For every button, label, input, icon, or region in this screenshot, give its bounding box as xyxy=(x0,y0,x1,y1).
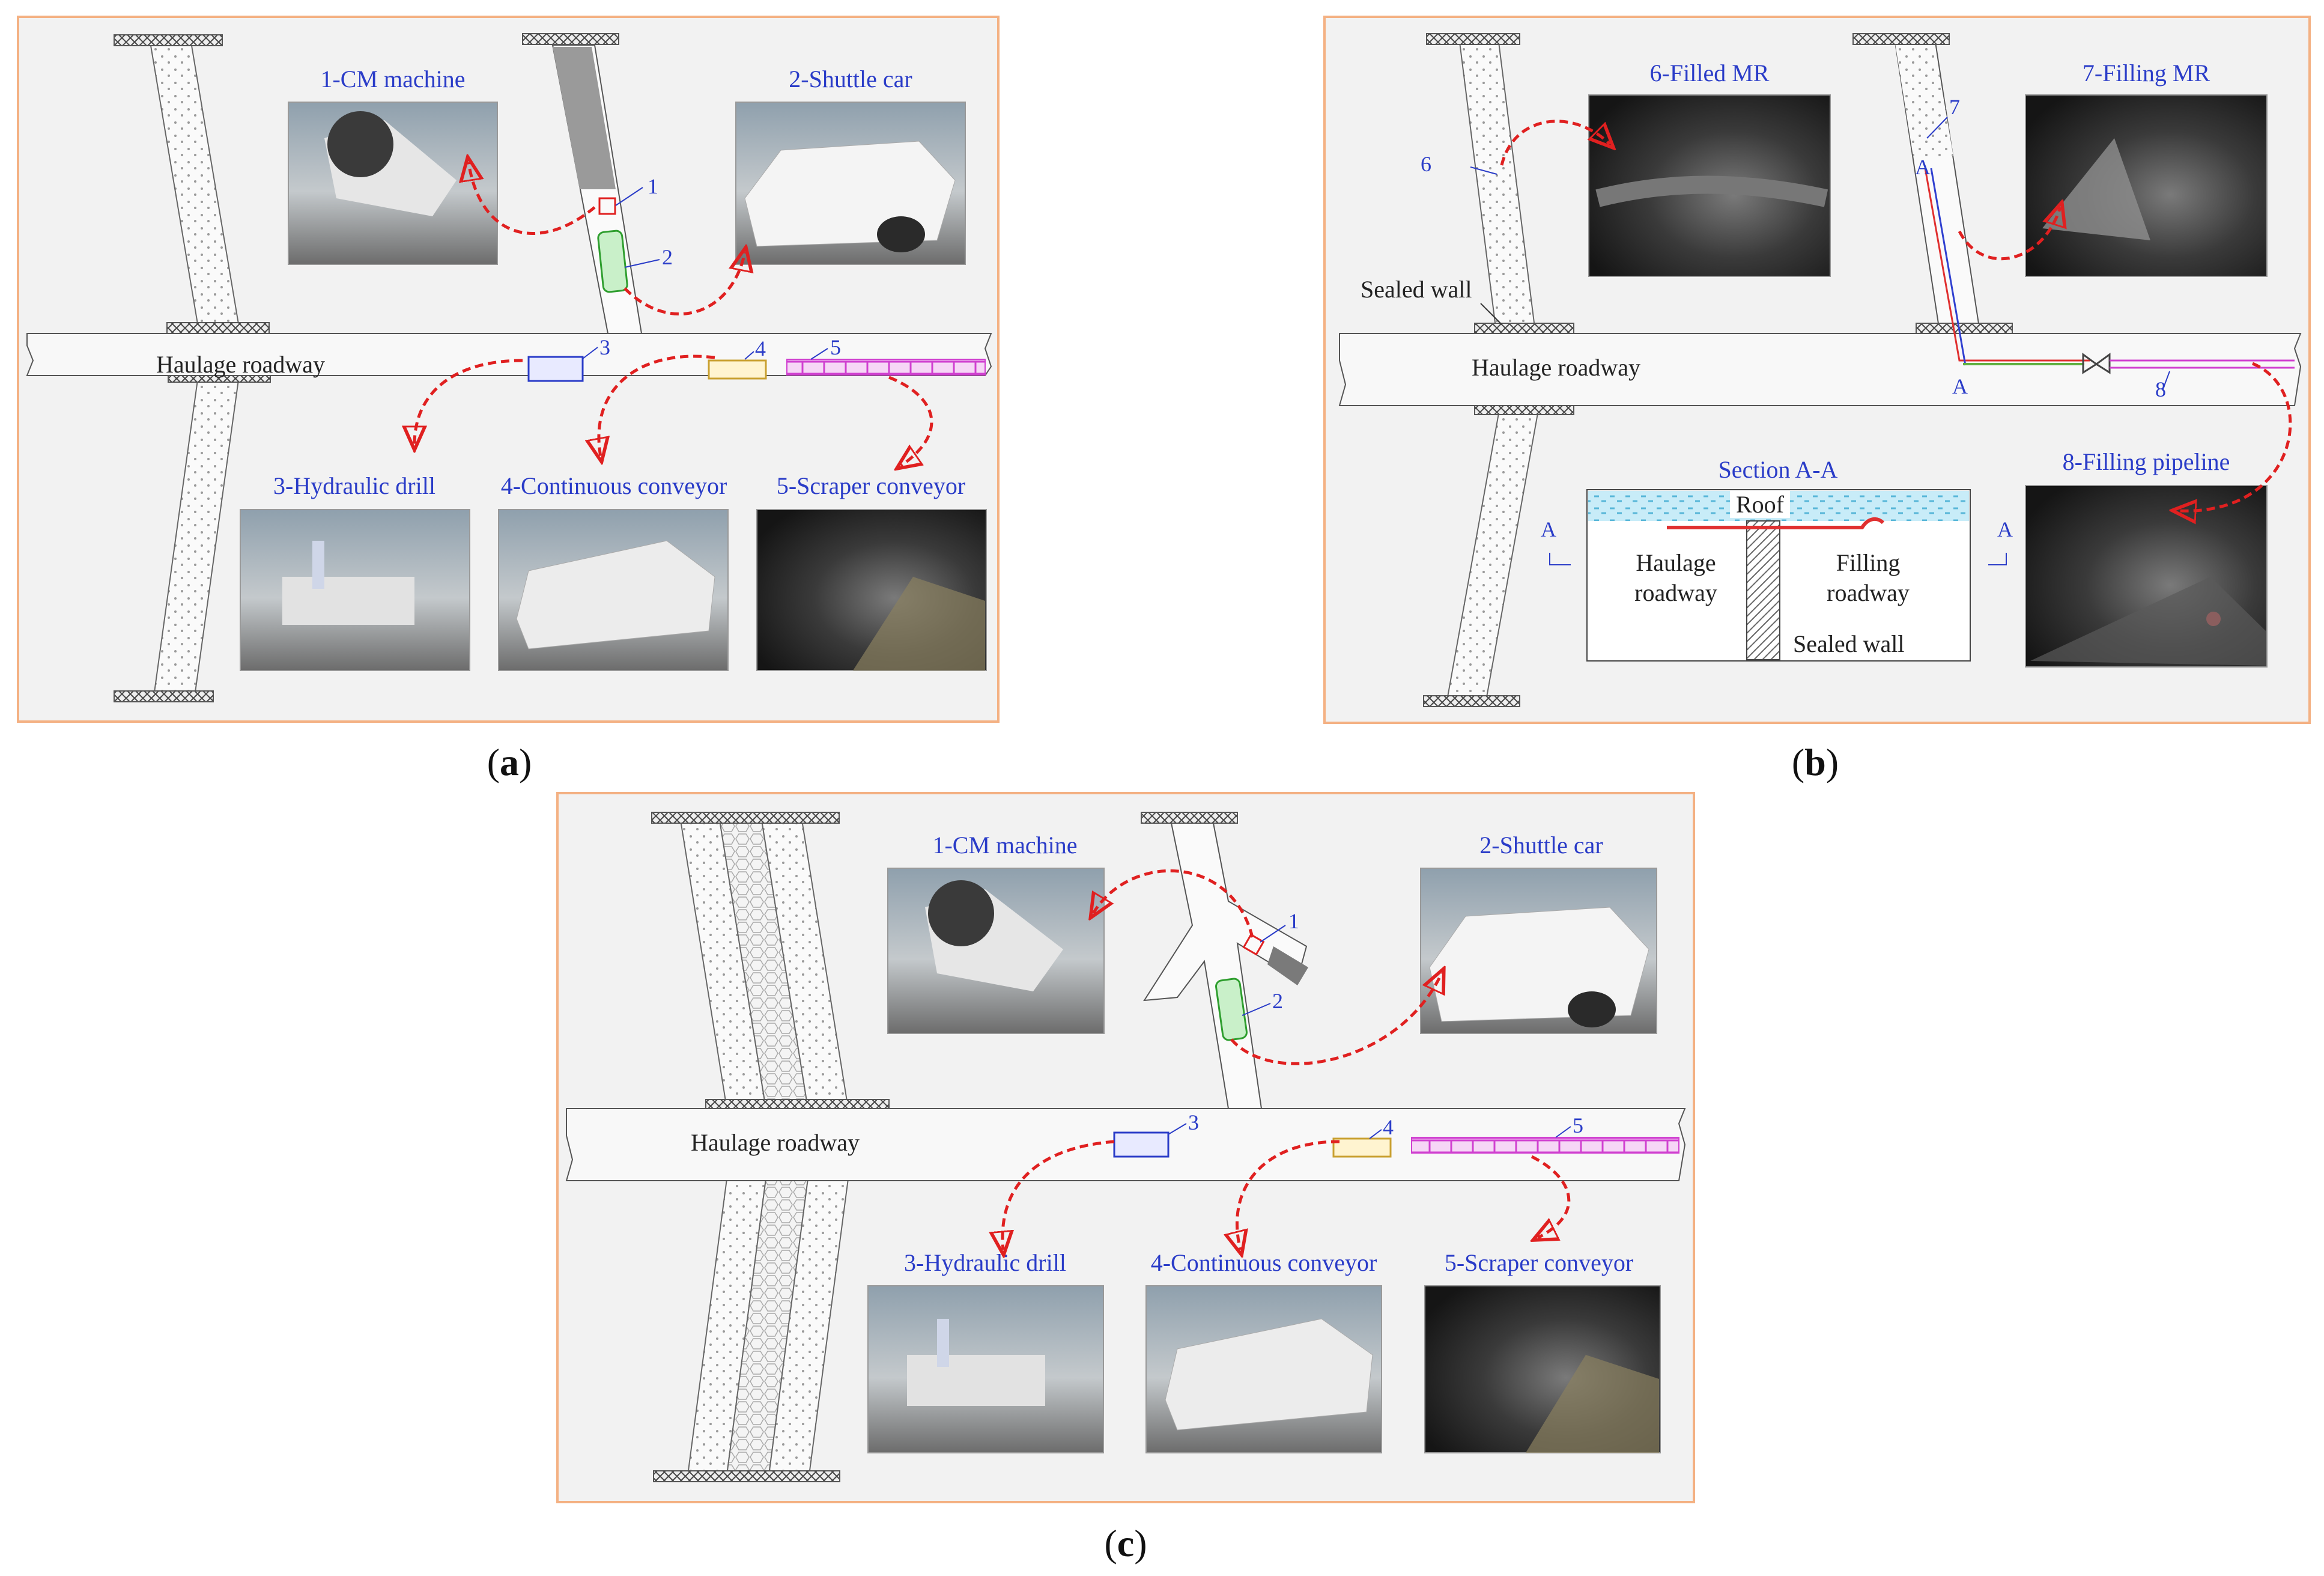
sealed-wall-cap xyxy=(1916,323,2013,335)
scraper-conveyor-symbol xyxy=(1411,1137,1679,1154)
cm-machine-symbol xyxy=(1242,933,1265,956)
section-marker: A xyxy=(1541,517,1556,541)
shuttle-car-symbol xyxy=(1215,978,1248,1041)
svg-text:roadway: roadway xyxy=(1634,579,1717,606)
end-cap xyxy=(651,812,840,824)
callout-number: 6 xyxy=(1421,152,1431,176)
sealed-wall-label: Sealed wall xyxy=(1793,630,1905,657)
end-cap xyxy=(114,690,214,702)
end-cap xyxy=(166,322,270,334)
photo-shuttle-car xyxy=(735,102,966,265)
photo-label: 5-Scraper conveyor xyxy=(1445,1249,1633,1276)
svg-text:roadway: roadway xyxy=(1827,579,1910,606)
section-marker: A xyxy=(1997,517,2013,541)
pipe-blue xyxy=(1930,168,1967,366)
callout-number: 2 xyxy=(1272,989,1283,1013)
photo-label: 6-Filled MR xyxy=(1650,59,1770,87)
callout-number: 2 xyxy=(662,245,673,269)
continuous-conveyor-symbol xyxy=(708,359,767,380)
connection-arrows xyxy=(1003,869,1571,1250)
coal-face xyxy=(1267,946,1308,985)
caption-b: (b) xyxy=(1792,741,1839,783)
photo-label: 1-CM machine xyxy=(932,832,1077,859)
photo-hydraulic-drill xyxy=(867,1285,1104,1453)
photo-label: 3-Hydraulic drill xyxy=(904,1249,1066,1276)
valve-symbol xyxy=(2082,353,2098,374)
callout-number: 3 xyxy=(599,335,610,359)
photo-cm-machine xyxy=(288,102,498,265)
filling-material xyxy=(1895,43,1953,156)
coal-face xyxy=(553,47,616,189)
photo-label: 5-Scraper conveyor xyxy=(777,472,965,499)
haulage-roadway xyxy=(1338,333,2302,406)
connection-arrows xyxy=(1500,120,2292,511)
photo-label: 4-Continuous conveyor xyxy=(1151,1249,1377,1276)
photo-label: 8-Filling pipeline xyxy=(2063,448,2230,475)
pipe-red xyxy=(1924,168,2090,362)
photo-hydraulic-drill xyxy=(240,509,470,671)
panel-a: Haulage roadway 1 2 3 4 5 1-CM machine 2… xyxy=(17,16,1000,723)
sealed-wall-section xyxy=(1746,520,1780,660)
photo-scraper-conveyor xyxy=(756,509,987,671)
caption-a: (a) xyxy=(487,741,532,783)
end-cap xyxy=(1852,33,1950,45)
section-a-a: Roof Haulage roadway Filling roadway Sea… xyxy=(1586,489,1971,662)
photo-cm-machine xyxy=(887,868,1105,1034)
end-cap xyxy=(1426,33,1520,45)
svg-text:Filling: Filling xyxy=(1836,549,1901,576)
panel-c: Haulage roadway 1 2 3 4 5 1-CM machine 2… xyxy=(556,792,1695,1503)
photo-scraper-conveyor xyxy=(1424,1285,1661,1453)
hydraulic-drill-symbol xyxy=(527,356,584,382)
svg-text:Haulage: Haulage xyxy=(1636,549,1716,576)
photo-label: 2-Shuttle car xyxy=(789,65,912,93)
photo-label: 4-Continuous conveyor xyxy=(501,472,727,499)
end-cap xyxy=(114,34,223,46)
photo-shuttle-car xyxy=(1420,868,1657,1034)
callout-number: 4 xyxy=(755,336,766,361)
cm-machine-symbol xyxy=(598,197,616,215)
callout-number: 4 xyxy=(1383,1115,1394,1139)
caption-c: (c) xyxy=(1104,1522,1147,1565)
roof-label: Roof xyxy=(1736,491,1785,518)
end-cap xyxy=(1141,812,1238,824)
filling-pipeline xyxy=(2110,359,2295,369)
callout-number: 5 xyxy=(1573,1113,1583,1137)
roadway-label: Haulage roadway xyxy=(156,351,325,378)
section-title: Section A-A xyxy=(1719,456,1838,483)
connection-arrows xyxy=(414,162,933,466)
shuttle-car-symbol xyxy=(597,230,628,293)
photo-label: 1-CM machine xyxy=(320,65,465,93)
hydraulic-drill-symbol xyxy=(1113,1131,1170,1158)
photo-filling-mr xyxy=(2025,94,2268,277)
sealed-wall-cap xyxy=(1474,323,1574,335)
photo-label: 7-Filling MR xyxy=(2083,59,2210,87)
end-cap xyxy=(653,1470,840,1482)
photo-continuous-conveyor xyxy=(1145,1285,1382,1453)
roadway-label: Haulage roadway xyxy=(691,1129,860,1156)
photo-filled-mr xyxy=(1588,94,1831,277)
callout-number: 1 xyxy=(1288,909,1299,933)
photo-filling-pipeline xyxy=(2025,485,2268,668)
callout-number: 5 xyxy=(830,335,841,359)
continuous-conveyor-symbol xyxy=(1332,1137,1392,1158)
callout-number: 7 xyxy=(1949,95,1960,119)
callout-number: 8 xyxy=(2155,377,2166,401)
panel-b: Haulage roadway A A 6 7 8 Sealed wall 6-… xyxy=(1323,16,2311,724)
sealed-wall-label: Sealed wall xyxy=(1361,276,1472,303)
photo-continuous-conveyor xyxy=(498,509,729,671)
section-marker: A xyxy=(1915,155,1931,179)
photo-label: 3-Hydraulic drill xyxy=(273,472,435,499)
end-cap xyxy=(1423,695,1520,707)
photo-label: 2-Shuttle car xyxy=(1479,832,1603,859)
roadway-label: Haulage roadway xyxy=(1472,354,1640,381)
end-cap xyxy=(522,33,619,45)
scraper-conveyor-symbol xyxy=(786,359,986,376)
callout-number: 1 xyxy=(648,174,658,198)
section-marker: A xyxy=(1952,374,1968,398)
callout-number: 3 xyxy=(1188,1110,1199,1134)
